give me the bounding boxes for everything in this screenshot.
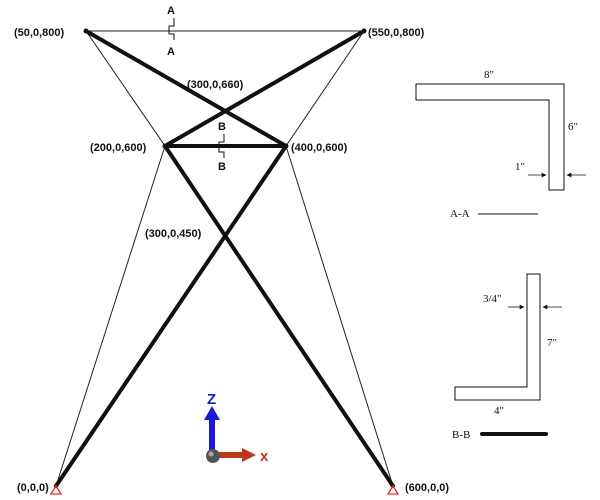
node-label-mid-left: (200,0,600)	[90, 142, 147, 154]
node-label-base-left: (0,0,0)	[17, 482, 49, 494]
joint-top-right	[361, 28, 367, 34]
section-aa: 8" 6" 1" A-A	[415, 69, 586, 220]
node-label-base-right: (600,0,0)	[405, 482, 449, 494]
joint-mid-right	[283, 143, 289, 149]
section-bb-thickness-label: 3/4"	[483, 293, 502, 305]
thin-members	[55, 30, 394, 487]
section-aa-height-label: 6"	[568, 121, 578, 133]
joint-top-left	[83, 28, 89, 34]
support-left	[49, 484, 63, 495]
right-outer-lower-cable	[285, 145, 394, 487]
upper-diagonal-right	[163, 29, 366, 148]
section-bb-profile	[454, 273, 541, 401]
axis-origin-highlight	[208, 451, 214, 457]
section-cut-a: A A	[167, 5, 175, 58]
support-right	[386, 484, 400, 495]
joint-mid-left	[162, 143, 168, 149]
section-cut-b-arrow	[218, 134, 225, 158]
x-axis-label: x	[260, 448, 269, 465]
section-aa-thickness-label: 1"	[515, 161, 525, 173]
node-label-top-right: (550,0,800)	[368, 27, 425, 39]
section-aa-title: A-A	[450, 208, 470, 220]
section-cut-b: B B	[218, 121, 226, 173]
section-marker-b-bottom: B	[218, 161, 226, 173]
section-aa-profile	[415, 83, 565, 191]
section-marker-a-top: A	[167, 5, 175, 17]
right-outer-upper-cable	[285, 30, 365, 147]
node-label-upper-cross: (300,0,660)	[187, 79, 244, 91]
x-axis-shaft	[214, 452, 244, 458]
section-aa-width-label: 8"	[484, 69, 494, 81]
node-label-lower-cross: (300,0,450)	[145, 228, 202, 240]
upper-diagonal-left	[84, 29, 288, 148]
thick-members	[54, 29, 395, 488]
axis-triad: Z x	[204, 391, 269, 465]
lower-diagonal-left	[163, 144, 395, 488]
z-axis-shaft	[209, 418, 215, 456]
node-label-mid-right: (400,0,600)	[291, 142, 348, 154]
left-outer-upper-cable	[85, 30, 166, 147]
section-marker-a-bottom: A	[167, 46, 175, 58]
joints	[83, 28, 367, 149]
z-axis-label: Z	[207, 391, 216, 408]
node-label-top-left: (50,0,800)	[14, 27, 64, 39]
section-bb-width-label: 4"	[494, 405, 504, 417]
section-cut-a-arrow	[168, 18, 175, 40]
x-axis-arrowhead	[242, 448, 256, 462]
z-axis-arrowhead	[204, 406, 220, 420]
supports	[49, 484, 400, 495]
section-bb-title: B-B	[452, 429, 470, 441]
axis-origin-sphere	[206, 449, 220, 463]
section-bb-height-label: 7"	[547, 337, 557, 349]
section-marker-b-top: B	[218, 121, 226, 133]
lower-diagonal-right	[54, 144, 288, 488]
left-outer-lower-cable	[55, 145, 166, 487]
section-bb: 3/4" 7" 4" B-B	[452, 273, 562, 441]
